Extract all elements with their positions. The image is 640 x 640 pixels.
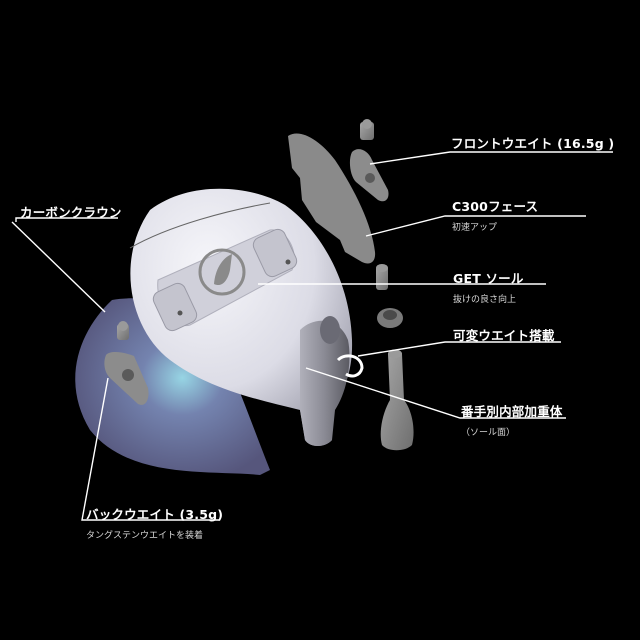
leader-internal-weight [305, 367, 566, 419]
carbon-crown-panel [75, 298, 270, 475]
leader-front-weight [369, 151, 613, 165]
sole-screw [376, 264, 388, 290]
bird-logo [198, 248, 246, 296]
weight-ring [336, 354, 364, 378]
front-screw [360, 119, 374, 140]
sole-title: GET ソール [453, 271, 524, 286]
back-weight-title: バックウエイト (3.5g) [86, 507, 224, 522]
internal-weight [380, 349, 414, 451]
front-weight-title: フロントウエイト (16.5g ) [451, 136, 615, 151]
internal-weight-title: 番手別内部加重体 [461, 404, 563, 419]
face-sub: 初速アップ [452, 223, 498, 233]
variable-weight-title: 可変ウエイト搭載 [453, 328, 555, 343]
hosel [300, 320, 350, 446]
carbon-crown-title: カーボンクラウン [20, 205, 122, 220]
label-variable-weight: 可変ウエイト搭載 [453, 325, 555, 344]
label-carbon-crown: カーボンクラウン [20, 202, 122, 221]
label-internal-weight: 番手別内部加重体 （ソール面） [461, 401, 563, 438]
label-sole: GET ソール 抜けの良さ向上 [453, 268, 524, 305]
leader-carbon-crown [15, 217, 118, 222]
back-weight-sub: タングステンウエイトを装着 [86, 531, 204, 541]
club-head [130, 188, 353, 446]
leader-face [365, 215, 586, 237]
internal-weight-sub: （ソール面） [461, 428, 516, 438]
label-front-weight: フロントウエイト (16.5g ) [451, 133, 614, 152]
leader-variable-weight [357, 341, 561, 357]
leader-back-weight [81, 377, 220, 521]
leader-lines [11, 151, 613, 521]
face-insert [288, 133, 376, 264]
sole-sub: 抜けの良さ向上 [453, 295, 517, 305]
label-back-weight: バックウエイト (3.5g) タングステンウエイトを装着 [86, 504, 223, 541]
back-screw [117, 321, 129, 340]
label-face: C300フェース 初速アップ [452, 196, 538, 233]
face-title: C300フェース [452, 199, 539, 214]
